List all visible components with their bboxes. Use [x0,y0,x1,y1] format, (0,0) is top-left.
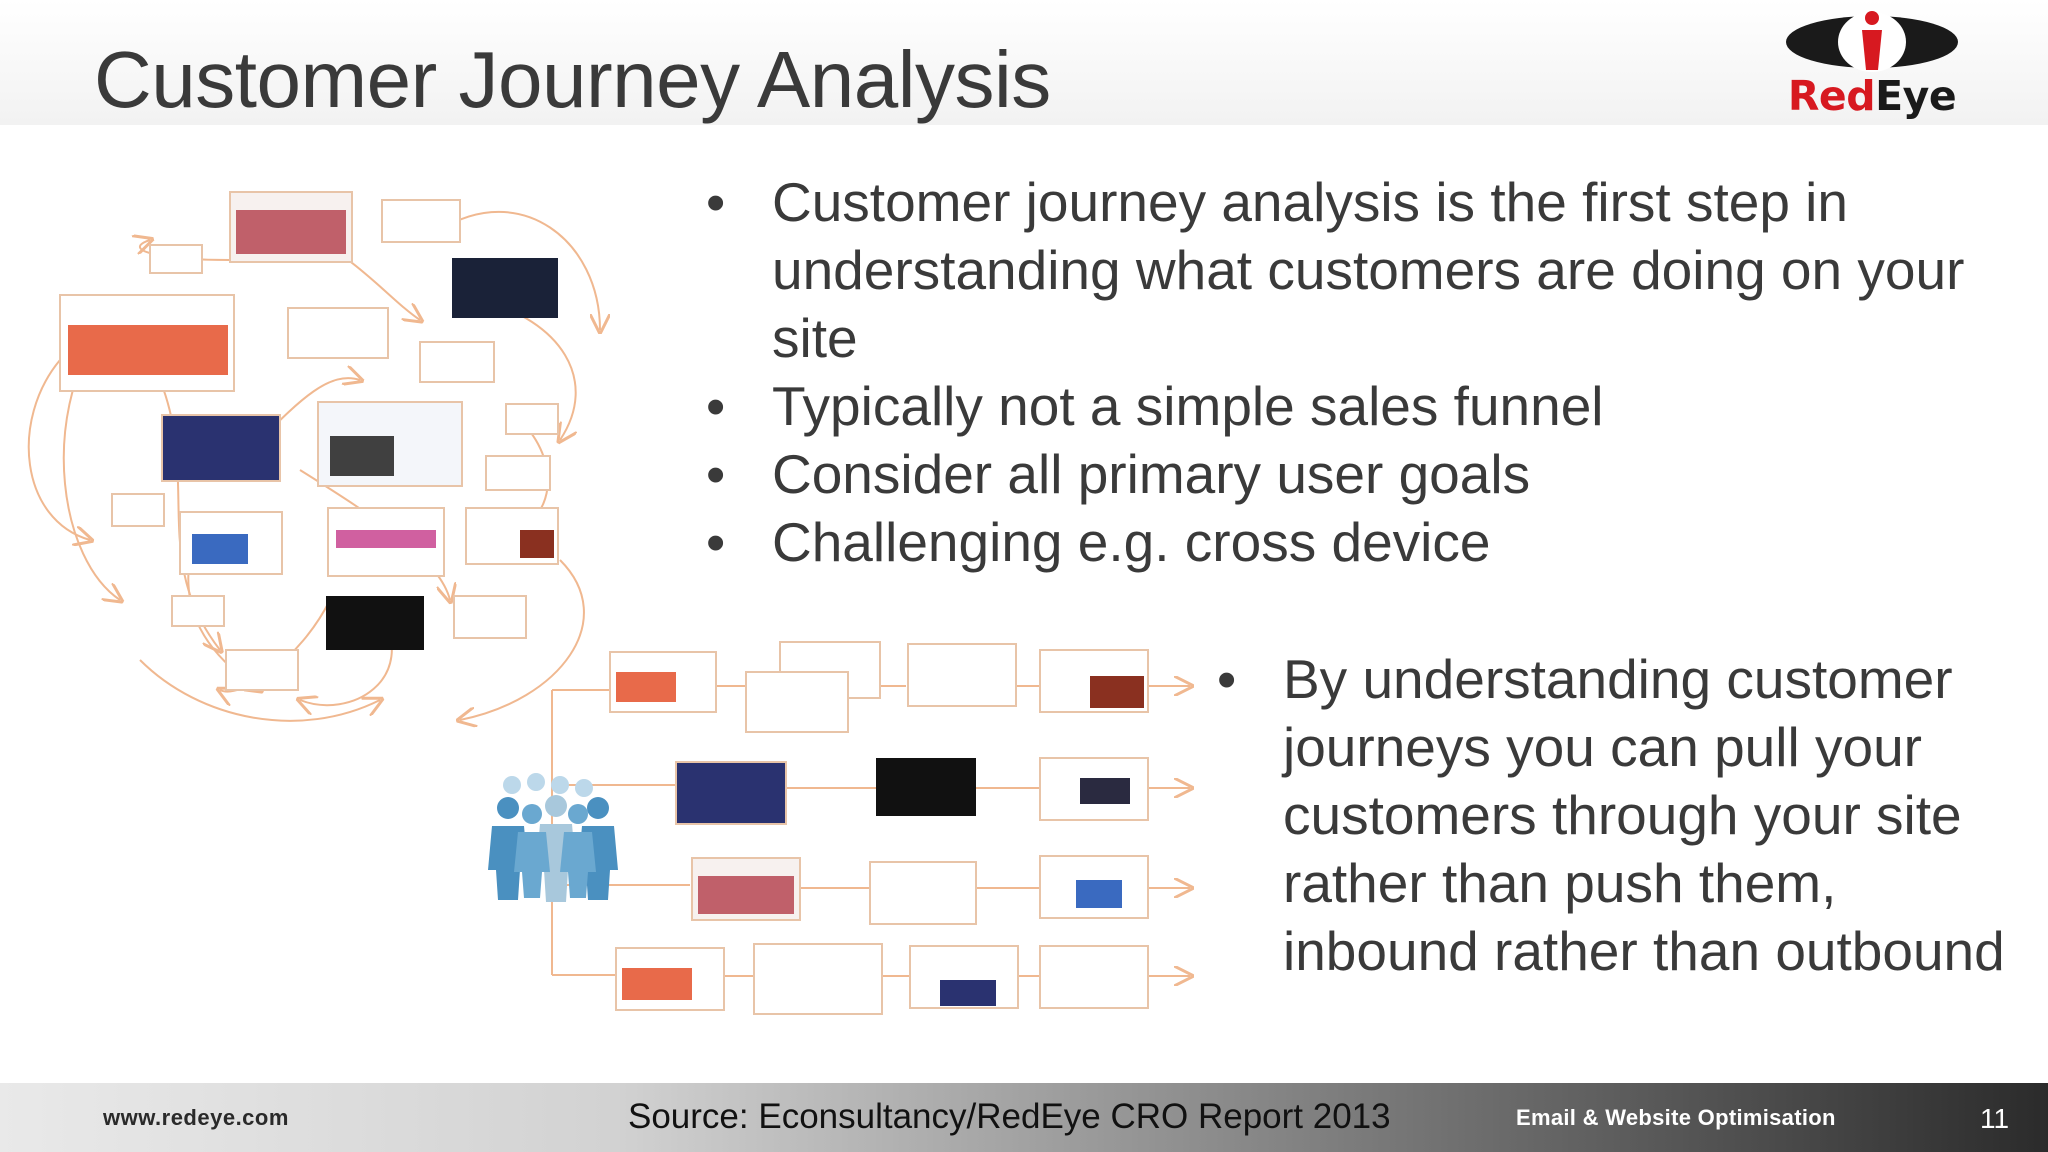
slide-header: Customer Journey Analysis RedEye [0,0,2048,125]
bullet-list-bottom: By understanding customer journeys you c… [1217,645,2017,985]
footer-url: www.redeye.com [103,1105,289,1130]
bullet-item: By understanding customer journeys you c… [1217,645,2017,985]
footer-source-citation: Source: Econsultancy/RedEye CRO Report 2… [628,1097,1391,1136]
parallel-journey-thumbnails [609,641,1149,1015]
page-number: 11 [1980,1103,2010,1134]
bullet-item: Consider all primary user goals [706,440,1966,508]
bullet-item: Challenging e.g. cross device [706,508,1966,576]
bullet-list-top: Customer journey analysis is the first s… [706,168,1966,576]
slide-title: Customer Journey Analysis [94,35,1051,124]
slide-footer: www.redeye.com Source: Econsultancy/RedE… [0,1083,2048,1152]
footer-tagline: Email & Website Optimisation [1516,1105,1836,1130]
logo-wordmark: RedEye [1787,72,1957,120]
bullet-item: Customer journey analysis is the first s… [706,168,1966,372]
bullet-item: Typically not a simple sales funnel [706,372,1966,440]
redeye-logo: RedEye [1782,10,1962,122]
people-group-icon [488,773,618,902]
redeye-eye-logo-icon [1786,11,1958,72]
parallel-journey-lines [551,686,1190,976]
journey-web-thumbnails [59,191,559,691]
